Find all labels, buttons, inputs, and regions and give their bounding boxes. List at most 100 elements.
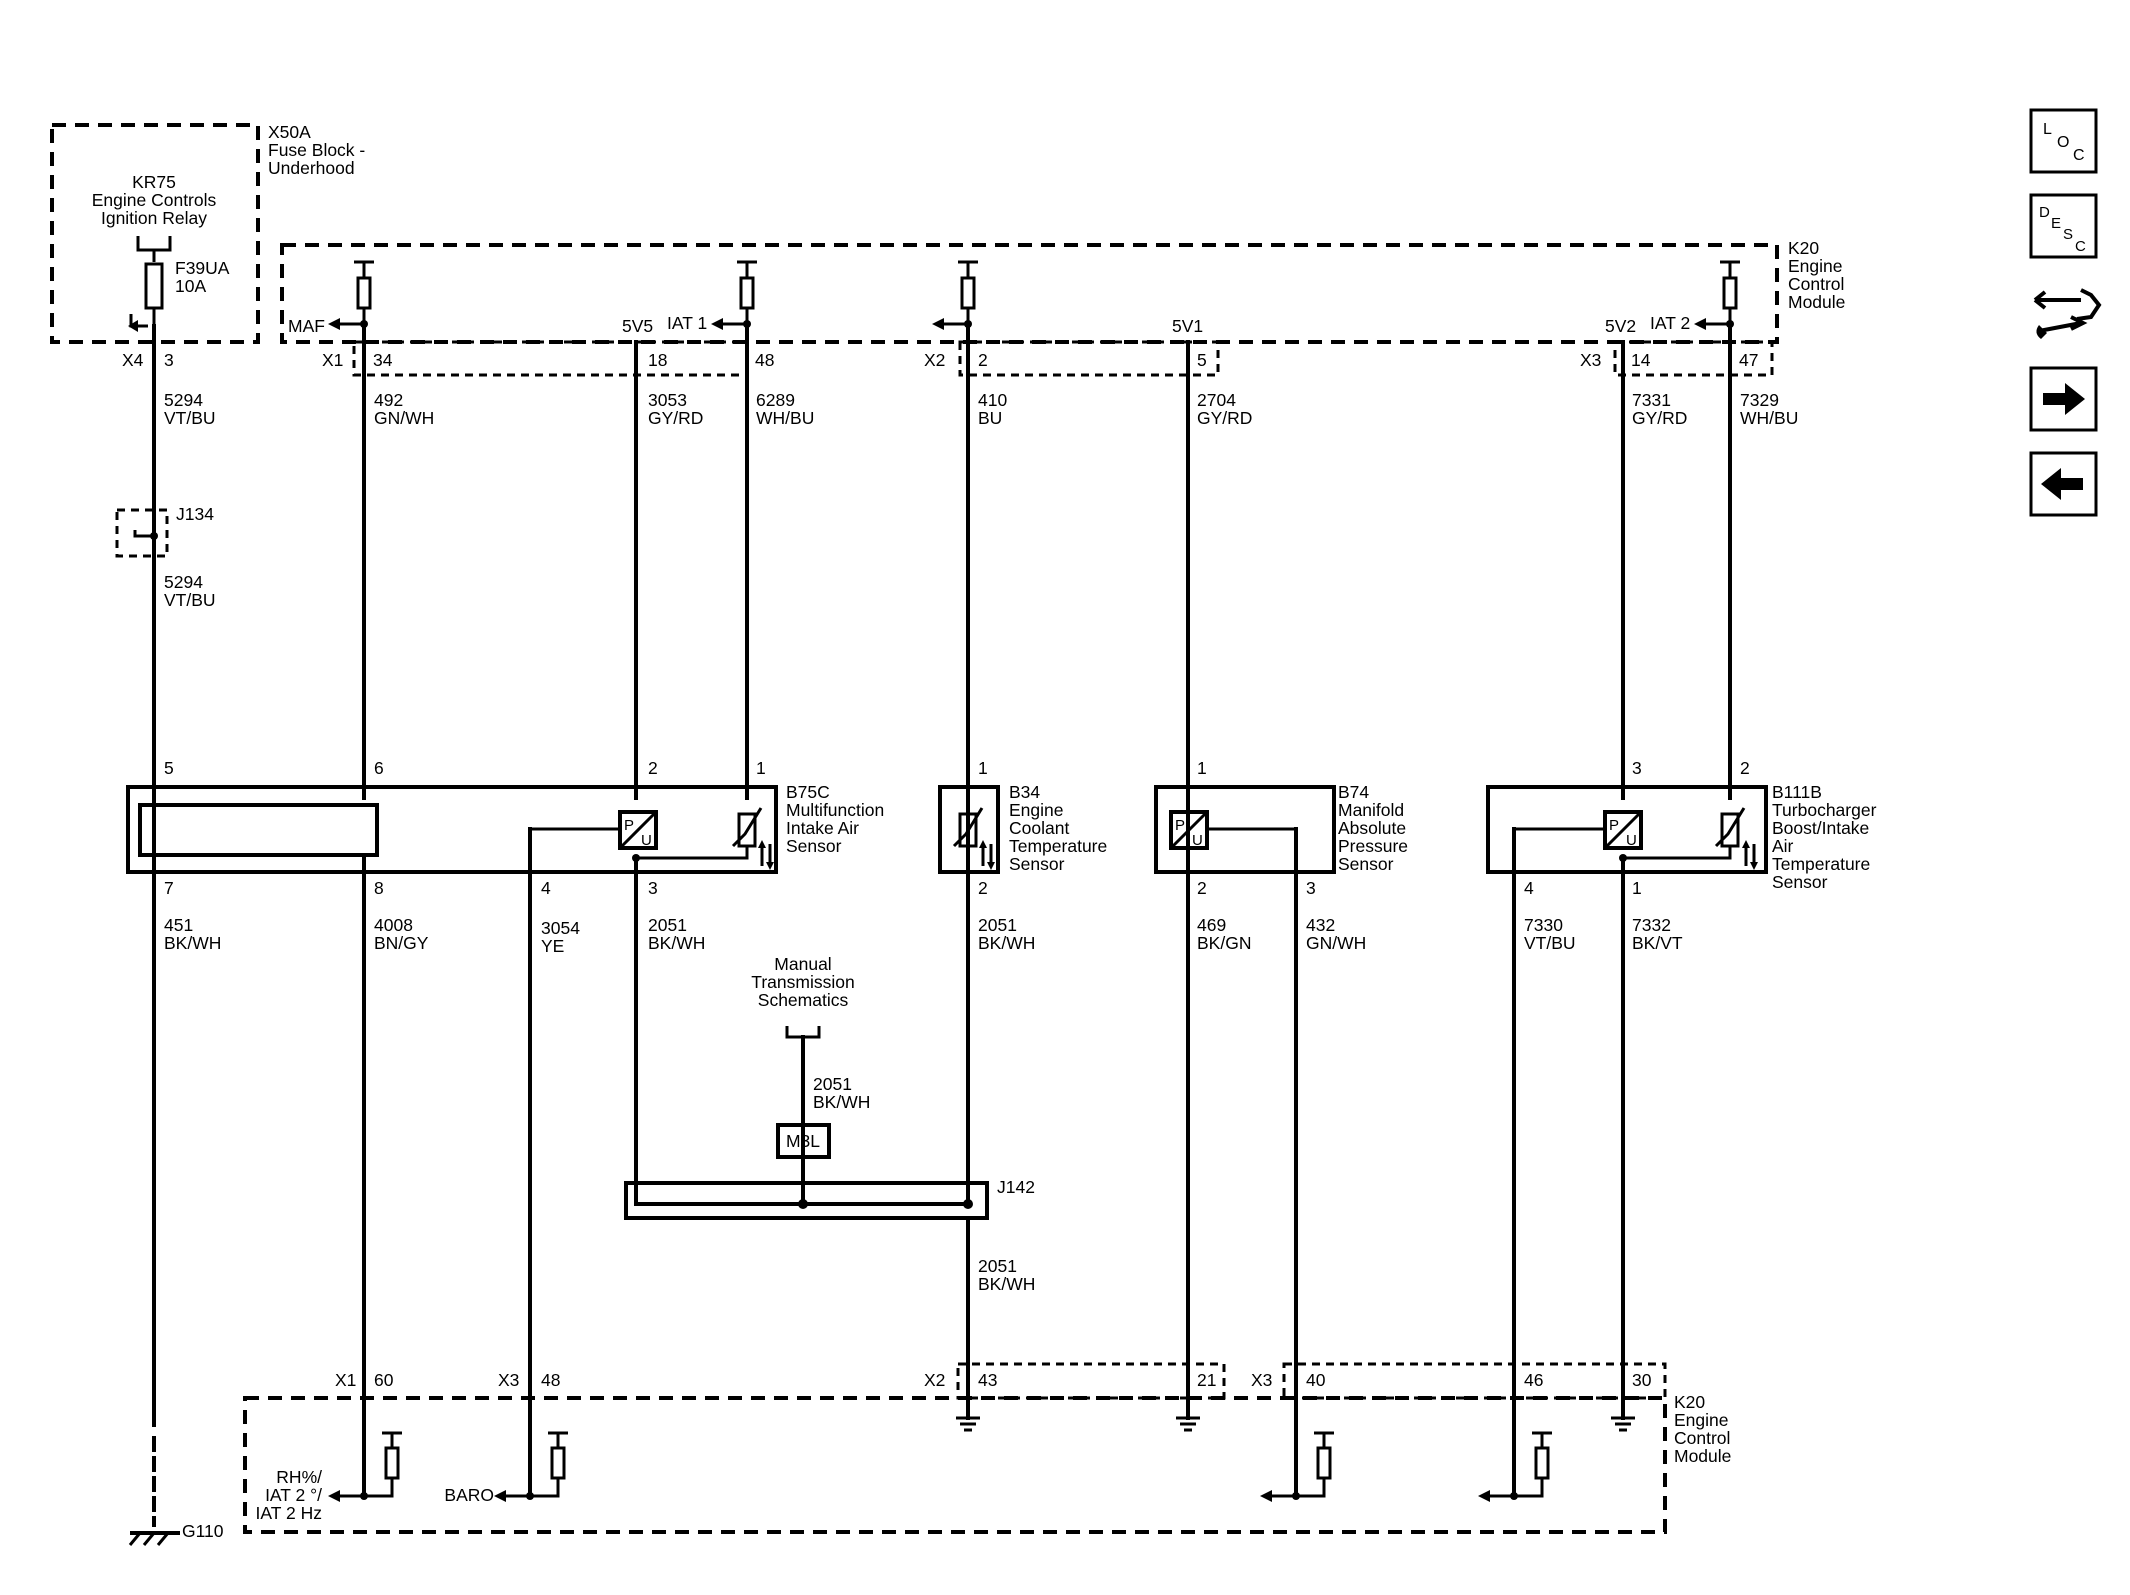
svg-text:18: 18 bbox=[648, 350, 667, 370]
svg-text:60: 60 bbox=[374, 1370, 394, 1390]
svg-text:U: U bbox=[1192, 832, 1203, 849]
svg-text:GN/WH: GN/WH bbox=[1306, 933, 1366, 953]
svg-text:14: 14 bbox=[1631, 350, 1651, 370]
svg-text:4: 4 bbox=[541, 878, 551, 898]
svg-text:3054: 3054 bbox=[541, 918, 580, 938]
svg-text:Control: Control bbox=[1674, 1428, 1730, 1448]
svg-text:P: P bbox=[624, 817, 634, 834]
svg-text:Ignition Relay: Ignition Relay bbox=[101, 208, 207, 228]
sensor-b74: 1 2 3 P U B74 Manifold Absolute Pressure… bbox=[1154, 758, 1408, 898]
svg-text:2: 2 bbox=[978, 350, 988, 370]
svg-text:432: 432 bbox=[1306, 915, 1335, 935]
svg-text:3: 3 bbox=[1632, 758, 1642, 778]
svg-text:2051: 2051 bbox=[648, 915, 687, 935]
svg-text:IAT 2 °/: IAT 2 °/ bbox=[265, 1485, 322, 1505]
svg-text:M3L: M3L bbox=[786, 1131, 820, 1151]
svg-text:IAT 2 Hz: IAT 2 Hz bbox=[256, 1503, 322, 1523]
svg-text:1: 1 bbox=[1197, 758, 1207, 778]
svg-text:Boost/Intake: Boost/Intake bbox=[1772, 818, 1869, 838]
ground-icon bbox=[956, 1416, 980, 1432]
svg-text:E: E bbox=[2051, 215, 2061, 232]
resistor-maf bbox=[328, 260, 374, 330]
svg-text:S: S bbox=[2063, 226, 2073, 243]
svg-text:L: L bbox=[2043, 121, 2052, 138]
svg-text:P: P bbox=[1609, 817, 1619, 834]
svg-text:7329: 7329 bbox=[1740, 390, 1779, 410]
svg-text:BK/WH: BK/WH bbox=[164, 933, 221, 953]
svg-text:GN/WH: GN/WH bbox=[374, 408, 434, 428]
splice-j134: J134 bbox=[115, 504, 214, 558]
fuse-icon bbox=[144, 262, 164, 310]
svg-text:C: C bbox=[2075, 238, 2086, 255]
svg-text:BARO: BARO bbox=[444, 1485, 494, 1505]
svg-text:U: U bbox=[641, 832, 652, 849]
svg-text:3053: 3053 bbox=[648, 390, 687, 410]
resistor-ect bbox=[932, 260, 978, 330]
fuse-block-x50a: X50A Fuse Block - Underhood KR75 Engine … bbox=[50, 122, 365, 344]
svg-text:X3: X3 bbox=[1580, 350, 1601, 370]
navigation-toolbar: L O C D E S C bbox=[2029, 108, 2102, 517]
ground-icon bbox=[1176, 1416, 1200, 1432]
svg-text:BK/GN: BK/GN bbox=[1197, 933, 1251, 953]
svg-text:Engine: Engine bbox=[1009, 800, 1064, 820]
svg-text:2: 2 bbox=[1740, 758, 1750, 778]
ecm-internal-grounds bbox=[956, 1416, 1635, 1432]
svg-text:VT/BU: VT/BU bbox=[164, 590, 216, 610]
svg-text:WH/BU: WH/BU bbox=[756, 408, 814, 428]
svg-text:P: P bbox=[1175, 817, 1185, 834]
svg-text:6289: 6289 bbox=[756, 390, 795, 410]
svg-text:5294: 5294 bbox=[164, 572, 203, 592]
previous-page-button[interactable] bbox=[2029, 451, 2098, 517]
svg-text:Engine: Engine bbox=[1788, 256, 1843, 276]
ecm-bottom-connector-labels: X1 60 X3 48 X2 43 21 X3 40 46 30 bbox=[335, 1370, 1652, 1390]
resistor-b74-signal bbox=[1260, 1431, 1334, 1502]
svg-text:7: 7 bbox=[164, 878, 174, 898]
svg-text:BK/WH: BK/WH bbox=[978, 1274, 1035, 1294]
svg-text:5: 5 bbox=[1197, 350, 1207, 370]
svg-text:Module: Module bbox=[1788, 292, 1845, 312]
svg-text:Manual: Manual bbox=[774, 954, 831, 974]
svg-text:2: 2 bbox=[1197, 878, 1207, 898]
svg-text:4008: 4008 bbox=[374, 915, 413, 935]
k20-bottom-label: K20 bbox=[1674, 1392, 1705, 1412]
ecm-k20-bottom: K20 Engine Control Module bbox=[243, 1362, 1731, 1534]
svg-text:Coolant: Coolant bbox=[1009, 818, 1069, 838]
ecm-internal-resistors-bottom bbox=[328, 1431, 1552, 1502]
svg-text:B34: B34 bbox=[1009, 782, 1040, 802]
svg-text:Sensor: Sensor bbox=[1772, 872, 1828, 892]
svg-text:BU: BU bbox=[978, 408, 1002, 428]
desc-button[interactable]: D E S C bbox=[2029, 193, 2098, 259]
svg-text:X2: X2 bbox=[924, 1370, 945, 1390]
x50a-label: X50A bbox=[268, 122, 311, 142]
svg-text:5294: 5294 bbox=[164, 390, 203, 410]
svg-text:40: 40 bbox=[1306, 1370, 1326, 1390]
svg-text:BK/WH: BK/WH bbox=[648, 933, 705, 953]
next-page-button[interactable] bbox=[2029, 366, 2098, 432]
svg-text:G110: G110 bbox=[182, 1521, 224, 1541]
svg-text:GY/RD: GY/RD bbox=[648, 408, 703, 428]
ecm-internal-resistors-top bbox=[328, 260, 1740, 330]
svg-text:Engine Controls: Engine Controls bbox=[92, 190, 217, 210]
svg-text:1: 1 bbox=[1632, 878, 1642, 898]
resistor-iat2 bbox=[1694, 260, 1740, 330]
svg-text:3: 3 bbox=[1306, 878, 1316, 898]
resistor-iat1 bbox=[711, 260, 757, 330]
svg-text:WH/BU: WH/BU bbox=[1740, 408, 1798, 428]
svg-text:Fuse Block -: Fuse Block - bbox=[268, 140, 365, 160]
svg-text:F39UA: F39UA bbox=[175, 258, 230, 278]
svg-text:GY/RD: GY/RD bbox=[1632, 408, 1687, 428]
svg-text:48: 48 bbox=[541, 1370, 560, 1390]
svg-text:C: C bbox=[2073, 147, 2085, 164]
svg-text:BN/GY: BN/GY bbox=[374, 933, 429, 953]
resistor-baro bbox=[494, 1431, 568, 1502]
svg-text:43: 43 bbox=[978, 1370, 997, 1390]
svg-text:Sensor: Sensor bbox=[1338, 854, 1394, 874]
svg-text:2051: 2051 bbox=[978, 915, 1017, 935]
connector-wrench-icon[interactable] bbox=[2033, 288, 2102, 339]
ground-icon bbox=[1611, 1416, 1635, 1432]
svg-text:Intake Air: Intake Air bbox=[786, 818, 859, 838]
svg-text:BK/WH: BK/WH bbox=[978, 933, 1035, 953]
svg-text:492: 492 bbox=[374, 390, 403, 410]
loc-button[interactable]: L O C bbox=[2029, 108, 2098, 174]
svg-text:10A: 10A bbox=[175, 276, 206, 296]
